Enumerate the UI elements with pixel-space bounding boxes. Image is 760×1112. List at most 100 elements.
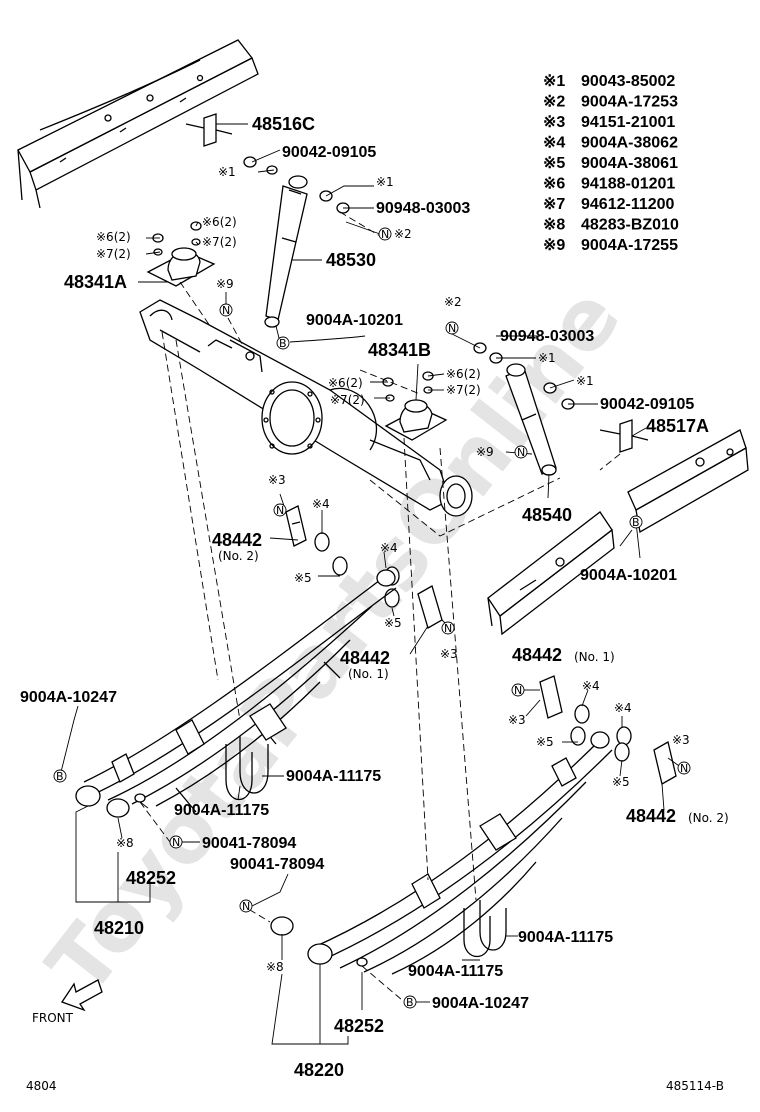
legend-part-number: 48283-BZ010 [581, 217, 679, 234]
frame-rail-right [487, 429, 749, 636]
legend-part-number: 9004A-38061 [581, 155, 678, 172]
label-90948-03003-b: 90948-03003 [500, 328, 594, 345]
label-90041-78094-a: 90041-78094 [202, 835, 296, 852]
rear-axle-housing [139, 299, 473, 517]
svg-text:※8: ※8 [266, 960, 284, 974]
svg-text:※7(2): ※7(2) [96, 247, 131, 261]
shackle-48442-no2-left [285, 505, 348, 576]
svg-text:N: N [381, 228, 389, 241]
label-48220: 48220 [294, 1060, 344, 1080]
label-48442-no2-left: 48442 [212, 530, 262, 550]
svg-text:※4: ※4 [312, 497, 330, 511]
u-bolts-right [463, 900, 507, 957]
legend-mark: ※1 [543, 73, 565, 90]
legend-part-number: 94151-21001 [581, 114, 675, 131]
legend-part-number: 9004A-17253 [581, 94, 678, 111]
svg-text:N: N [517, 446, 525, 459]
label-48442-no1-right: 48442 [512, 645, 562, 665]
shock-absorber-48540 [505, 363, 557, 476]
label-48341A: 48341A [64, 272, 127, 292]
svg-text:※3: ※3 [440, 647, 458, 661]
label-48442-no2-right: 48442 [626, 806, 676, 826]
svg-text:※7(2): ※7(2) [446, 383, 481, 397]
label-90041-78094-b: 90041-78094 [230, 856, 324, 873]
svg-text:※6(2): ※6(2) [446, 367, 481, 381]
svg-text:(No. 2): (No. 2) [218, 549, 259, 563]
legend-mark: ※7 [543, 196, 565, 213]
label-9004A-11175-a: 9004A-11175 [286, 768, 381, 785]
svg-text:(No. 1): (No. 1) [574, 650, 615, 664]
callout-letters: N N B N N B N N N N B N N B [56, 228, 688, 1009]
label-48252-b: 48252 [334, 1016, 384, 1036]
label-48540: 48540 [522, 505, 572, 525]
svg-text:※1: ※1 [576, 374, 594, 388]
svg-text:※2: ※2 [394, 227, 412, 241]
label-9004A-10247-b: 9004A-10247 [432, 995, 529, 1012]
front-arrow: FRONT [32, 979, 103, 1025]
legend-mark: ※9 [543, 237, 565, 254]
svg-text:N: N [444, 622, 452, 635]
label-9004A-10201-b: 9004A-10201 [580, 567, 677, 584]
svg-text:(No. 2): (No. 2) [688, 811, 729, 825]
svg-text:※1: ※1 [376, 175, 394, 189]
svg-text:N: N [172, 836, 180, 849]
alignment-lines [139, 211, 621, 1001]
label-90042-09105-b: 90042-09105 [600, 396, 694, 413]
svg-text:※5: ※5 [294, 571, 312, 585]
legend-mark: ※5 [543, 155, 565, 172]
label-9004A-11175-d: 9004A-11175 [408, 963, 503, 980]
legend-mark: ※3 [543, 114, 565, 131]
svg-text:※9: ※9 [476, 445, 494, 459]
svg-text:※6(2): ※6(2) [328, 376, 363, 390]
shock-absorber-48530 [264, 175, 308, 328]
legend-mark: ※6 [543, 176, 565, 193]
svg-text:※3: ※3 [508, 713, 526, 727]
svg-text:N: N [222, 304, 230, 317]
legend-part-number: 9004A-38062 [581, 135, 678, 152]
svg-text:※5: ※5 [536, 735, 554, 749]
legend-part-number: 90043-85002 [581, 73, 675, 90]
label-90948-03003-a: 90948-03003 [376, 200, 470, 217]
svg-text:※7(2): ※7(2) [202, 235, 237, 249]
code-right: 485114-B [666, 1079, 724, 1093]
label-48442-no1-left: 48442 [340, 648, 390, 668]
svg-text:※6(2): ※6(2) [96, 230, 131, 244]
svg-text:※1: ※1 [538, 351, 556, 365]
svg-text:※6(2): ※6(2) [202, 215, 237, 229]
svg-text:※4: ※4 [582, 679, 600, 693]
callout-circles [53, 227, 691, 1009]
bracket-48516C [185, 113, 278, 175]
svg-text:※4: ※4 [380, 541, 398, 555]
bump-stop-48341B [382, 371, 448, 441]
u-bolts-left [225, 736, 269, 800]
bracket-48517A [599, 419, 649, 453]
label-9004A-11175-c: 9004A-11175 [518, 929, 613, 946]
svg-text:※7(2): ※7(2) [330, 393, 365, 407]
svg-text:※4: ※4 [614, 701, 632, 715]
svg-text:B: B [279, 337, 287, 350]
shackle-48442-no2-right [614, 726, 677, 785]
label-90042-09105-a: 90042-09105 [282, 144, 376, 161]
label-48516C: 48516C [252, 114, 315, 134]
leaf-spring-48210 [75, 569, 397, 818]
svg-text:B: B [56, 770, 64, 783]
svg-text:N: N [448, 322, 456, 335]
bump-stop-48341A [146, 221, 216, 287]
label-9004A-10247-a: 9004A-10247 [20, 689, 117, 706]
code-left: 4804 [26, 1079, 57, 1093]
svg-text:※8: ※8 [116, 836, 134, 850]
frame-rail-left [17, 39, 259, 209]
label-48517A: 48517A [646, 416, 709, 436]
label-48341B: 48341B [368, 340, 431, 360]
svg-text:※9: ※9 [216, 277, 234, 291]
front-label: FRONT [32, 1011, 74, 1025]
part-labels: 48516C 90042-09105 ※1 ※1 90948-03003 ※2 … [20, 114, 729, 1080]
svg-text:(No. 1): (No. 1) [348, 667, 389, 681]
svg-text:※3: ※3 [268, 473, 286, 487]
legend-mark: ※4 [543, 135, 565, 152]
legend-part-number: 94612-11200 [581, 196, 675, 213]
svg-text:※5: ※5 [384, 616, 402, 630]
svg-text:N: N [276, 504, 284, 517]
